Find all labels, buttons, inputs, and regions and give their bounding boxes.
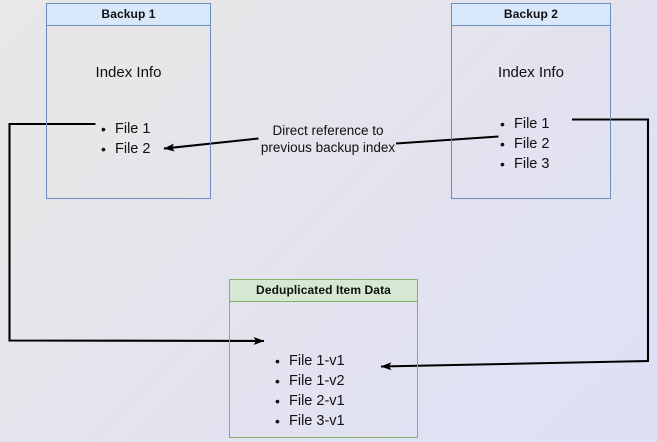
list-item: File 1: [101, 119, 150, 139]
node-backup-2[interactable]: Backup 2 Index Info File 1 File 2 File 3: [451, 3, 611, 199]
node-backup-1[interactable]: Backup 1 Index Info File 1 File 2: [46, 3, 211, 199]
backup-2-index-info-label: Index Info: [498, 64, 564, 81]
list-item: File 2: [101, 139, 150, 159]
list-item: File 1: [500, 114, 549, 134]
node-backup-1-header: Backup 1: [47, 4, 210, 26]
list-item: File 2: [500, 134, 549, 154]
node-deduplicated-item-data-body: File 1-v1 File 1-v2 File 2-v1 File 3-v1: [230, 302, 417, 437]
node-backup-2-header: Backup 2: [452, 4, 610, 26]
edge-label-line-1: Direct reference to: [272, 123, 384, 138]
list-item: File 1-v1: [275, 351, 345, 371]
list-item: File 1-v2: [275, 371, 345, 391]
list-item: File 2-v1: [275, 391, 345, 411]
node-backup-1-body: Index Info File 1 File 2: [47, 26, 210, 198]
backup-1-index-info-label: Index Info: [95, 64, 162, 81]
edge-label-direct-reference: Direct reference to previous backup inde…: [249, 122, 407, 156]
node-deduplicated-item-data-header: Deduplicated Item Data: [230, 280, 417, 302]
backup-1-file-list: File 1 File 2: [101, 119, 150, 159]
list-item: File 3: [500, 154, 549, 174]
node-deduplicated-item-data[interactable]: Deduplicated Item Data File 1-v1 File 1-…: [229, 279, 418, 438]
list-item: File 3-v1: [275, 411, 345, 431]
node-backup-2-body: Index Info File 1 File 2 File 3: [452, 26, 610, 198]
dedup-file-list: File 1-v1 File 1-v2 File 2-v1 File 3-v1: [275, 351, 345, 431]
edge-label-line-2: previous backup index: [260, 140, 396, 155]
backup-2-file-list: File 1 File 2 File 3: [500, 114, 549, 174]
